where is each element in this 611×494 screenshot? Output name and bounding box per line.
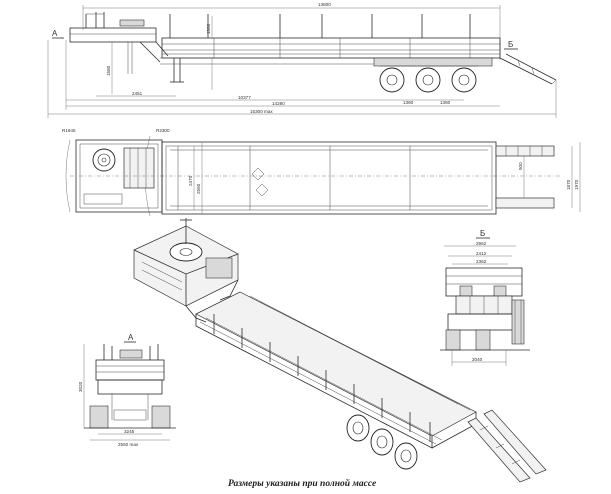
side-view: 13800 А Б	[47, 2, 557, 118]
dim-lower: 10377	[238, 95, 251, 100]
iso-spare-wheel-icon	[169, 242, 203, 262]
view-b-label: Б	[480, 229, 485, 238]
view-a: А 3020 3245 2550 max	[78, 333, 176, 447]
section-b-mark: Б	[508, 40, 513, 49]
dim-kingpin: 2451	[132, 91, 143, 96]
gooseneck	[69, 12, 184, 83]
caption: Размеры указаны при полной массе	[228, 478, 377, 489]
dim-width-inner: 2470	[188, 175, 193, 186]
dim-view-a-height: 3020	[78, 381, 83, 392]
dim-radius-front: R1645	[62, 128, 76, 133]
dim-ramp-width: 500	[518, 162, 523, 170]
dim-view-b-bottom: 2040	[472, 357, 483, 362]
dim-total-length: 14280	[272, 101, 285, 106]
view-b: Б 2962 2412 2362 2040	[440, 229, 530, 366]
dim-view-b-width-2: 2412	[476, 251, 487, 256]
dim-radius-kingpin: R2300	[156, 128, 170, 133]
rear-ramp	[499, 53, 557, 85]
dim-track-1: 1870	[566, 179, 571, 190]
dim-axle-spacing-1: 1360	[403, 100, 414, 105]
view-a-label: А	[128, 333, 134, 342]
spare-wheel-icon	[92, 148, 116, 172]
dim-view-a-width-max: 2550 max	[118, 442, 139, 447]
dim-view-a-width-1: 3245	[124, 429, 135, 434]
dim-view-b-width-1: 2962	[476, 241, 487, 246]
plan-view: R1645 R2300 2470 2550	[62, 128, 581, 217]
dim-deck-height: 1500	[206, 23, 211, 34]
dim-width-deck: 2550	[196, 183, 201, 194]
dim-gooseneck-height: 1580	[106, 65, 111, 76]
section-a-mark: А	[52, 29, 58, 38]
dim-view-b-width-3: 2362	[476, 259, 487, 264]
dim-overall-length: 15300 max	[250, 109, 273, 114]
dim-track-2: 1970	[574, 179, 579, 190]
main-deck	[160, 14, 501, 65]
dim-overall-top: 13800	[318, 2, 331, 7]
isometric-view	[133, 218, 547, 483]
dim-axle-spacing-2: 1360	[440, 100, 451, 105]
rear-axles	[373, 57, 493, 93]
